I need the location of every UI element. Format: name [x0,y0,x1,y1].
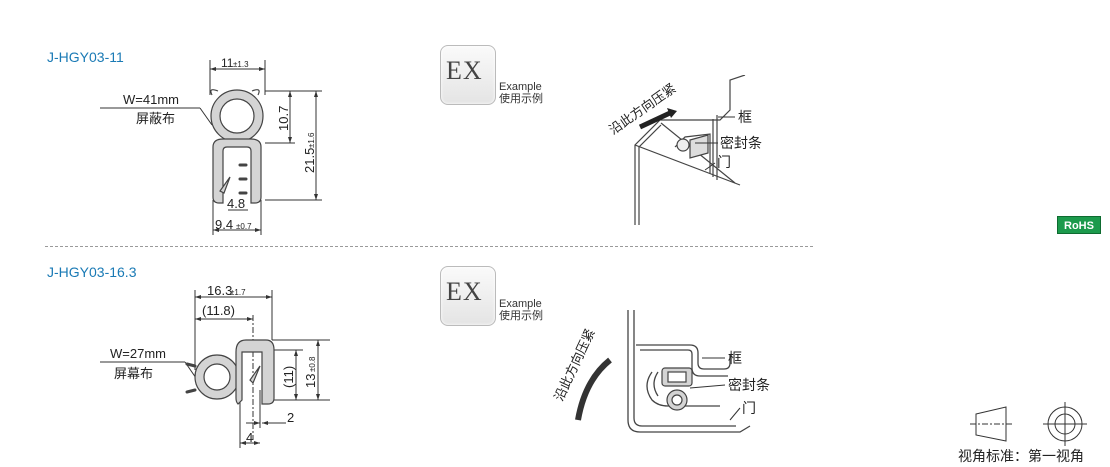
dim-gap: 4 [246,430,253,445]
dim-top-tol: ±1.3 [233,60,249,69]
material-label: 屏幕布 [114,366,153,381]
dim-lip: 2 [287,410,294,425]
dim-top: 11 [221,56,234,70]
example-label-cn: 使用示例 [499,310,543,322]
width-label: W=41mm [123,92,179,107]
width-label: W=27mm [110,346,166,361]
door-label: 门 [717,154,731,170]
seal-label: 密封条 [720,135,762,151]
door-label: 门 [742,400,756,416]
dim-height-tol: ±0.8 [308,356,317,372]
dim-gap: 4.8 [227,196,245,211]
dim-height-tol: ±1.6 [307,132,316,148]
usage-illustration-2: 沿此方向压紧 框 密封条 门 [551,310,770,433]
dim-height: 13 [303,374,318,388]
usage-illustration-1: 沿此方向压紧 框 密封条 门 [606,75,762,225]
dim-height: 21.5 [302,148,317,173]
dim-base: 9.4 [215,217,233,232]
rohs-badge: RoHS [1057,216,1101,234]
product-code-1: J-HGY03-11 [47,49,124,65]
material-label: 屏蔽布 [136,111,175,126]
dim-top-tol: ±1.7 [230,288,246,297]
dim-base-tol: ±0.7 [236,222,252,231]
product-code-2: J-HGY03-16.3 [47,264,137,280]
frame-label: 框 [728,350,742,366]
profile-drawing-2: 16.3 ±1.7 (11.8) (11) 13 ±0.8 2 4 W=27mm… [100,283,330,448]
dim-top: 16.3 [207,283,232,298]
dim-inner: (11.8) [202,303,235,318]
section-divider [45,246,813,247]
example-icon: EX [440,45,496,105]
press-direction-label: 沿此方向压紧 [551,326,598,403]
seal-label: 密封条 [728,377,770,393]
example-icon: EX [440,266,496,326]
projection-standard-label: 视角标准：第一视角 [958,448,1084,464]
dim-bulb: 10.7 [276,106,291,131]
example-label-cn: 使用示例 [499,93,543,105]
profile-drawing-1: 11 ±1.3 10.7 21.5 ±1.6 4.8 9.4 ±0.7 W=41… [100,56,322,235]
example-label: Example 使用示例 [499,298,543,322]
example-label-en: Example [499,81,542,93]
first-angle-projection-icon [970,402,1087,446]
example-label-en: Example [499,298,542,310]
frame-label: 框 [738,109,752,125]
example-label: Example 使用示例 [499,81,543,105]
dim-clip: (11) [281,366,296,388]
